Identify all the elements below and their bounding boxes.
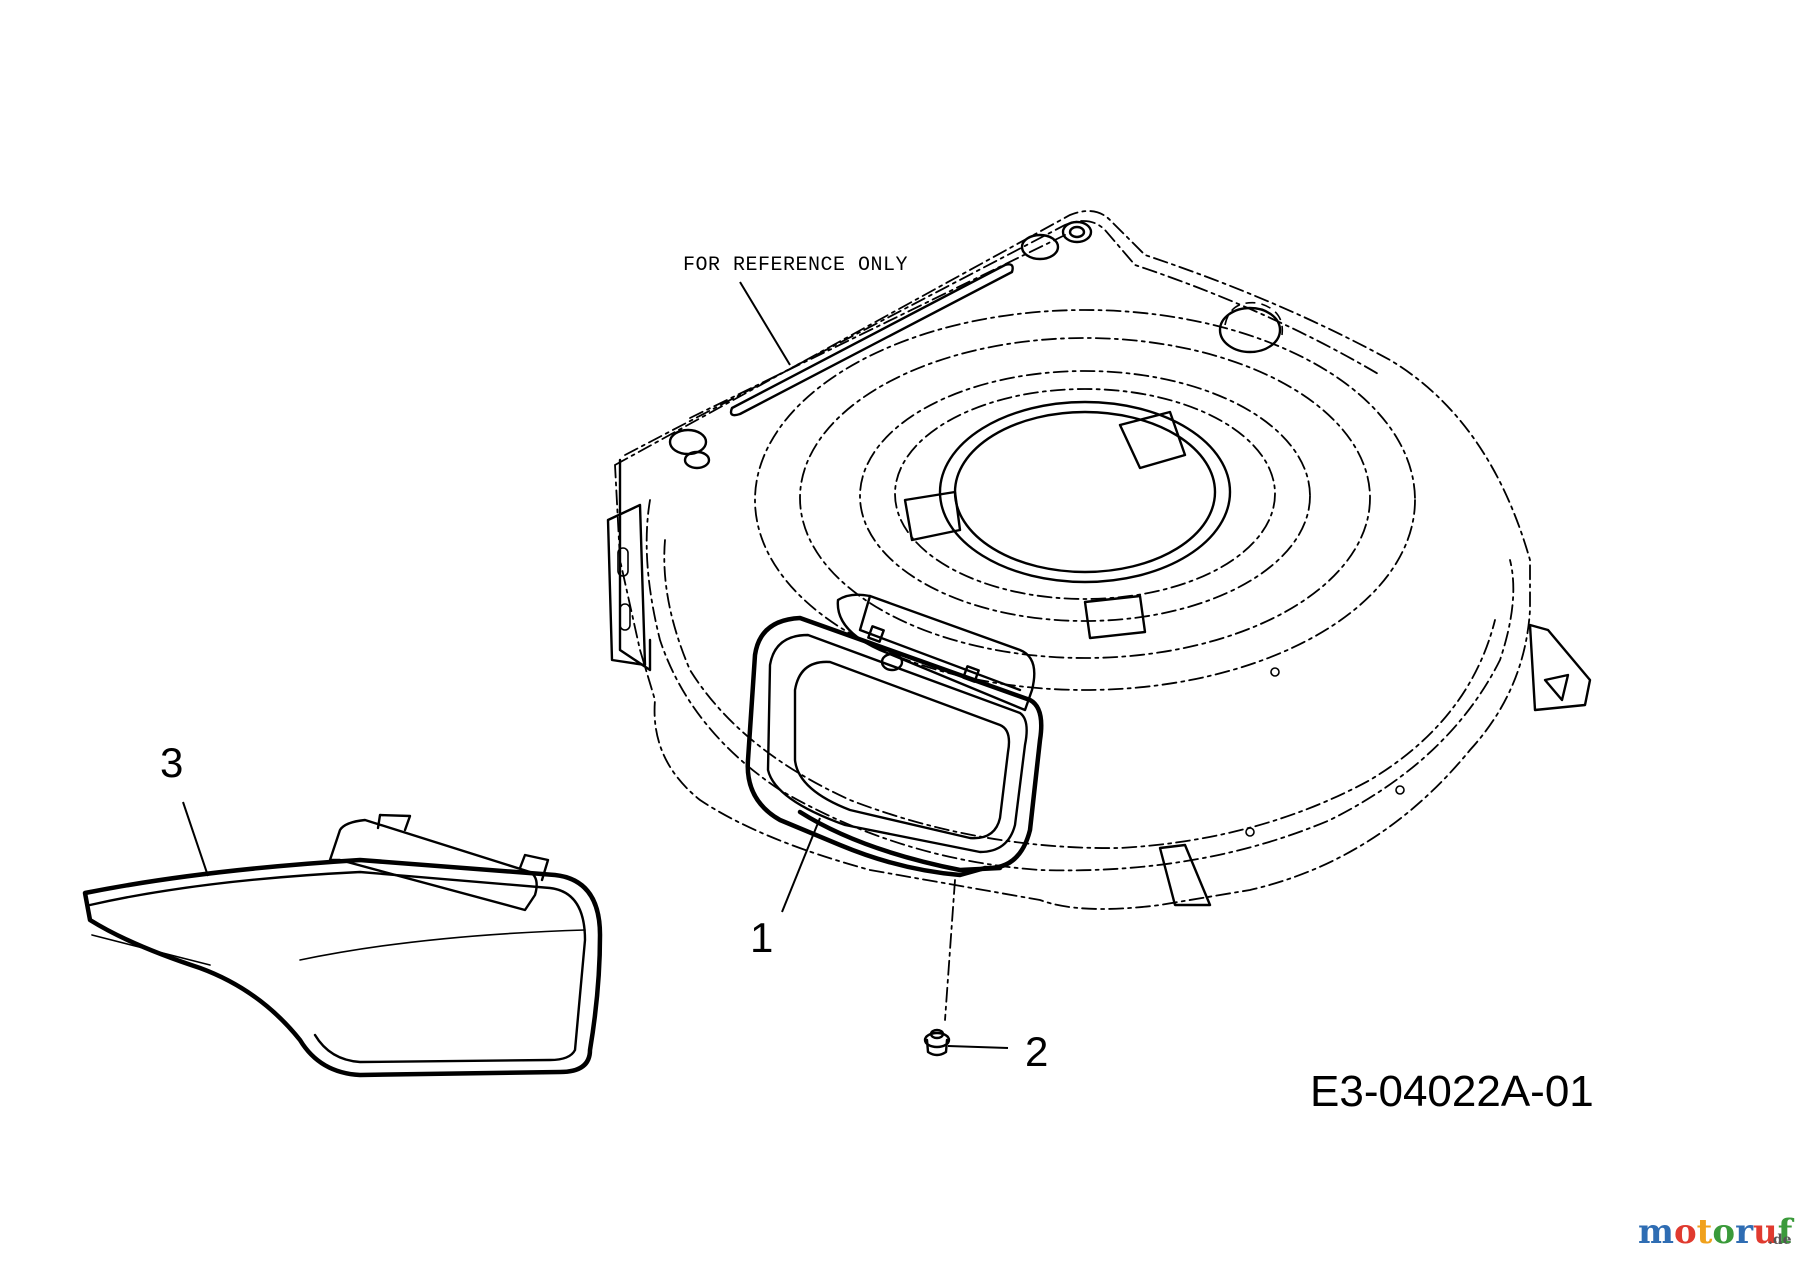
right-flange-bracket	[1528, 623, 1592, 712]
part-1-discharge-chute-frame	[745, 593, 1044, 878]
watermark-letter: t	[1697, 1212, 1713, 1252]
bracket-slot-lower	[619, 603, 631, 631]
motor-mount-opening	[953, 410, 1217, 574]
plug-knob	[880, 652, 904, 672]
callout-3: 3	[160, 739, 183, 786]
watermark-letter: o	[1712, 1212, 1735, 1252]
watermark-letter: o	[1674, 1212, 1697, 1252]
plug-top-cover	[836, 593, 1036, 712]
screw-axis-line	[944, 879, 956, 1021]
svg-text:motoruf: motoruf	[1638, 1212, 1795, 1252]
callout-3-leader	[182, 801, 209, 877]
callout-1-leader	[781, 817, 821, 913]
callout-1: 1	[750, 914, 773, 961]
chute-mounting-bracket	[328, 818, 538, 912]
drawing-code: E3-04022A-01	[1310, 1067, 1594, 1116]
callout-2-leader	[947, 1045, 1009, 1049]
mount-tab-bottom	[1083, 594, 1147, 640]
deck-ring-outer	[754, 309, 1416, 691]
mower-deck-housing	[606, 210, 1592, 910]
watermark-letter: u	[1753, 1212, 1778, 1252]
motoruf-watermark: motoruf .de	[1638, 1212, 1795, 1252]
reference-note: FOR REFERENCE ONLY	[683, 254, 908, 277]
watermark-letter: f	[1778, 1212, 1795, 1252]
watermark-letter: m	[1638, 1212, 1674, 1252]
bracket-slot-upper	[617, 547, 629, 577]
mount-tab-top	[1118, 410, 1187, 470]
part-3-side-discharge-chute	[82, 813, 603, 1078]
watermark-letter: r	[1735, 1212, 1754, 1252]
reference-leader	[739, 281, 791, 366]
rail-boss-left-front	[668, 428, 708, 456]
handle-slot	[729, 263, 1014, 417]
watermark-suffix: .de	[1768, 1232, 1792, 1248]
part-2-screw	[923, 879, 956, 1057]
front-flange-bracket	[1158, 843, 1212, 907]
mount-tab-left	[903, 490, 962, 542]
callout-2: 2	[1025, 1028, 1048, 1075]
rail-boss-right-rear	[1020, 233, 1060, 261]
deck-boss-rear	[1218, 306, 1282, 354]
